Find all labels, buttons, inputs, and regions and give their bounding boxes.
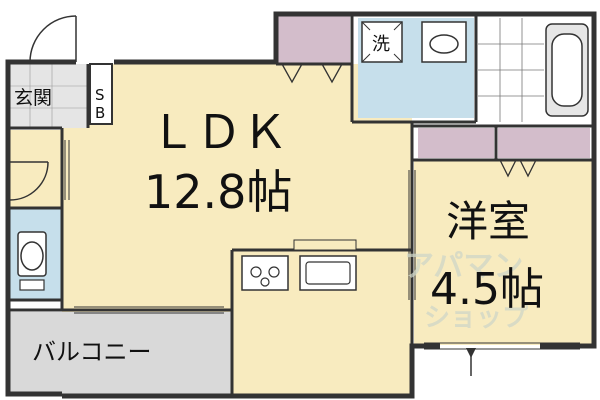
washing-machine — [361, 21, 403, 63]
kitchen-sink — [299, 255, 357, 291]
western-window-marker — [466, 348, 476, 376]
bathtub — [545, 23, 589, 117]
laundry-label: 洗 — [372, 34, 390, 55]
closet-ldk — [278, 16, 350, 64]
bathroom-tile-grid — [478, 18, 544, 122]
entrance-door — [29, 15, 77, 63]
kitchen-range-hood — [293, 239, 357, 251]
western-room-floor — [414, 160, 592, 345]
watermark-line1: アパマン — [404, 249, 523, 284]
western-room-size-label: 4.5帖 — [430, 264, 544, 315]
toilet-door — [9, 161, 49, 201]
entrance-floor — [8, 64, 88, 128]
watermark-line2: ショップ — [424, 303, 529, 333]
shoe-box-label-s: S — [95, 86, 105, 104]
walls — [5, 11, 597, 399]
wash-basin — [421, 21, 467, 63]
western-room-name-label: 洋室 — [446, 197, 530, 246]
ldk-name-label: ＬＤＫ — [150, 105, 288, 159]
balcony-floor — [8, 312, 232, 394]
entrance-tile-grid — [8, 64, 88, 128]
balcony-label: バルコニー — [32, 338, 152, 366]
toilet-fixture — [17, 231, 47, 291]
kitchen-stove — [241, 255, 289, 291]
shoe-box-label-b: B — [95, 104, 105, 122]
entrance-label: 玄関 — [14, 87, 52, 109]
hallway-floor — [8, 130, 62, 208]
closet-doors — [281, 63, 537, 178]
interior-walls — [8, 14, 594, 396]
closet-western-left — [418, 128, 494, 158]
sliding-doors — [64, 140, 580, 350]
ldk-size-label: 12.8帖 — [144, 165, 292, 219]
closet-western-right — [498, 128, 590, 158]
